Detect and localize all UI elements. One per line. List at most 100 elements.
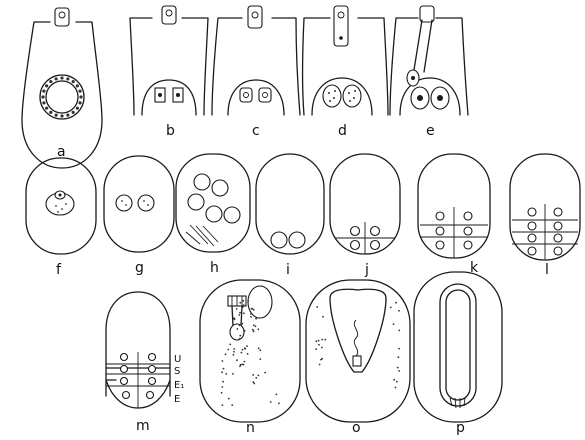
- suspensor-stipple: [253, 324, 255, 326]
- endosperm-stipple: [398, 330, 400, 332]
- suspensor-stipple: [241, 323, 243, 325]
- endosperm-stipple: [319, 364, 321, 366]
- suspensor-stipple: [225, 373, 227, 375]
- endosperm-stipple: [393, 323, 395, 325]
- suspensor-stipple: [244, 347, 246, 349]
- endosperm-stipple: [321, 339, 323, 341]
- endosperm-stipple: [395, 387, 397, 389]
- endosperm-stipple: [390, 307, 392, 309]
- endosperm-stipple: [316, 306, 318, 308]
- suspensor-stipple: [247, 353, 249, 355]
- figure-n: n: [200, 280, 300, 436]
- label-b: b: [166, 123, 175, 139]
- label-j: j: [364, 262, 369, 278]
- suspensor-stipple: [246, 345, 248, 347]
- figure-a: a: [22, 8, 102, 168]
- suspensor-stipple: [252, 329, 254, 331]
- ring-granule: [41, 95, 44, 98]
- figure-m: U S E₁ E m: [106, 292, 184, 434]
- suspensor-stipple: [244, 361, 246, 363]
- suspensor-stipple: [244, 330, 246, 332]
- endosperm-stipple: [321, 358, 323, 360]
- figure-d: d: [303, 6, 389, 139]
- label-f: f: [56, 262, 62, 278]
- ring-granule: [60, 76, 63, 79]
- region-label-e: E: [174, 394, 180, 405]
- ring-granule: [66, 113, 69, 116]
- figure-c: c: [212, 6, 300, 139]
- suspensor-stipple: [243, 304, 245, 306]
- suspensor-stipple: [222, 360, 224, 362]
- suspensor-stipple: [258, 347, 260, 349]
- suspensor-stipple: [231, 404, 233, 406]
- suspensor-stipple: [259, 349, 261, 351]
- figure-f: f: [26, 158, 96, 278]
- ring-granule: [66, 77, 69, 80]
- suspensor-stipple: [259, 358, 261, 360]
- endosperm-stipple: [398, 348, 400, 350]
- suspensor-stipple: [233, 317, 235, 319]
- endosperm-stipple: [396, 381, 398, 383]
- suspensor-stipple: [241, 352, 243, 354]
- suspensor-stipple: [252, 374, 254, 376]
- suspensor-stipple: [255, 377, 257, 379]
- ring-granule: [49, 80, 52, 83]
- ring-granule: [79, 95, 82, 98]
- suspensor-stipple: [253, 330, 255, 332]
- label-m: m: [136, 418, 150, 434]
- suspensor-stipple: [237, 328, 239, 330]
- region-label-u: U: [174, 354, 181, 365]
- suspensor-stipple: [221, 404, 223, 406]
- ring-granule: [55, 113, 58, 116]
- ring-granule: [45, 107, 48, 110]
- suspensor-stipple: [253, 381, 255, 383]
- ring-granule: [49, 111, 52, 114]
- region-label-s: S: [174, 366, 180, 377]
- endosperm-stipple: [321, 347, 323, 349]
- region-label-e1: E₁: [174, 380, 184, 391]
- suspensor-stipple: [264, 372, 266, 374]
- ring-granule: [42, 101, 45, 104]
- suspensor-stipple: [236, 359, 238, 361]
- suspensor-stipple: [239, 302, 241, 304]
- suspensor-stipple: [255, 318, 257, 320]
- suspensor-stipple: [270, 401, 272, 403]
- ring-granule: [72, 80, 75, 83]
- label-g: g: [135, 260, 144, 276]
- label-n: n: [246, 420, 255, 436]
- suspensor-stipple: [243, 312, 245, 314]
- ring-granule: [42, 90, 45, 93]
- label-p: p: [456, 420, 465, 436]
- endosperm-stipple: [393, 379, 395, 381]
- ring-granule: [78, 101, 81, 104]
- suspensor-stipple: [257, 375, 259, 377]
- endosperm-stipple: [315, 340, 317, 342]
- endosperm-stipple: [318, 340, 320, 342]
- label-e: e: [426, 123, 435, 139]
- suspensor-stipple: [239, 338, 241, 340]
- ring-granule: [78, 90, 81, 93]
- endosperm-stipple: [398, 310, 400, 312]
- endosperm-stipple: [395, 302, 397, 304]
- suspensor-stipple: [276, 394, 278, 396]
- suspensor-stipple: [233, 354, 235, 356]
- label-o: o: [352, 420, 361, 436]
- suspensor-stipple: [250, 313, 252, 315]
- label-l: l: [545, 262, 549, 278]
- suspensor-stipple: [221, 371, 223, 373]
- suspensor-stipple: [242, 306, 244, 308]
- ring-granule: [45, 84, 48, 87]
- figure-e: e: [390, 6, 468, 139]
- label-h: h: [210, 260, 219, 276]
- ring-granule: [76, 84, 79, 87]
- endosperm-stipple: [318, 344, 320, 346]
- ring-granule: [55, 77, 58, 80]
- figure-l: l: [510, 154, 580, 278]
- endosperm-stipple: [398, 370, 400, 372]
- figure-k: k: [418, 154, 490, 276]
- endosperm-stipple: [324, 339, 326, 341]
- suspensor-stipple: [227, 349, 229, 351]
- suspensor-stipple: [253, 309, 255, 311]
- ring-granule: [60, 114, 63, 117]
